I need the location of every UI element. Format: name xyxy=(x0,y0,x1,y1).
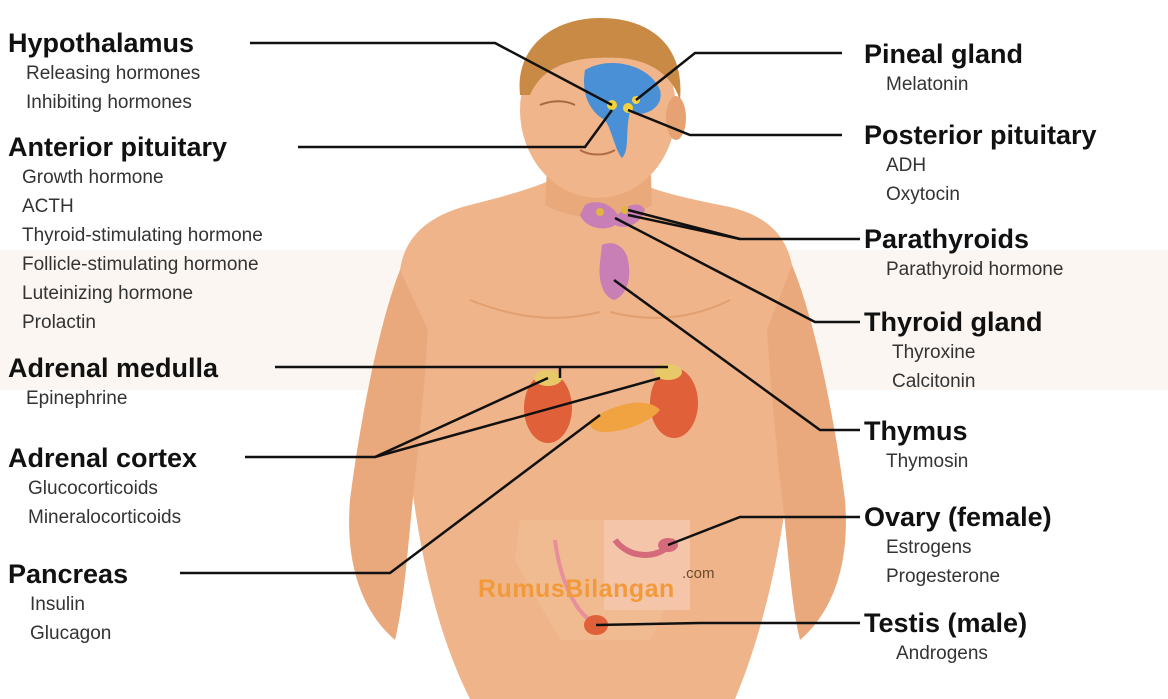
thymus-title: Thymus xyxy=(864,415,968,447)
hormone-item: Glucagon xyxy=(8,619,128,648)
hormone-item: Parathyroid hormone xyxy=(864,255,1063,284)
testis-label: Testis (male) Androgens xyxy=(864,607,1027,668)
pineal-gland-title: Pineal gland xyxy=(864,38,1023,70)
adrenal-cortex-title: Adrenal cortex xyxy=(8,442,197,474)
hormone-item: ACTH xyxy=(8,192,263,221)
anterior-pituitary-label: Anterior pituitary Growth hormone ACTH T… xyxy=(8,131,263,337)
ovary-title: Ovary (female) xyxy=(864,501,1052,533)
adrenal-cortex-label: Adrenal cortex Glucocorticoids Mineraloc… xyxy=(8,442,197,532)
posterior-pituitary-label: Posterior pituitary ADH Oxytocin xyxy=(864,119,1097,209)
watermark-text: RumusBilangan xyxy=(478,575,675,604)
hormone-item: Calcitonin xyxy=(864,367,1043,396)
hormone-item: Glucocorticoids xyxy=(8,474,197,503)
hormone-item: Inhibiting hormones xyxy=(8,88,200,117)
hormone-item: Progesterone xyxy=(864,562,1052,591)
hormone-item: Oxytocin xyxy=(864,180,1097,209)
hormone-item: Luteinizing hormone xyxy=(8,279,263,308)
hormone-item: Insulin xyxy=(8,590,128,619)
hormone-item: Estrogens xyxy=(864,533,1052,562)
parathyroids-title: Parathyroids xyxy=(864,223,1063,255)
pancreas-title: Pancreas xyxy=(8,558,128,590)
hormone-item: ADH xyxy=(864,151,1097,180)
hormone-item: Thymosin xyxy=(864,447,968,476)
thyroid-gland-label: Thyroid gland Thyroxine Calcitonin xyxy=(864,306,1043,396)
pineal-gland-label: Pineal gland Melatonin xyxy=(864,38,1023,99)
anterior-pituitary-title: Anterior pituitary xyxy=(8,131,263,163)
posterior-pituitary-title: Posterior pituitary xyxy=(864,119,1097,151)
parathyroids-label: Parathyroids Parathyroid hormone xyxy=(864,223,1063,284)
pancreas-label: Pancreas Insulin Glucagon xyxy=(8,558,128,648)
hormone-item: Androgens xyxy=(864,639,1027,668)
testis-title: Testis (male) xyxy=(864,607,1027,639)
hormone-item: Follicle-stimulating hormone xyxy=(8,250,263,279)
hormone-item: Thyroid-stimulating hormone xyxy=(8,221,263,250)
hormone-item: Mineralocorticoids xyxy=(8,503,197,532)
hypothalamus-title: Hypothalamus xyxy=(8,27,200,59)
hormone-item: Thyroxine xyxy=(864,338,1043,367)
adrenal-medulla-label: Adrenal medulla Epinephrine xyxy=(8,352,218,413)
hormone-item: Melatonin xyxy=(864,70,1023,99)
hormone-item: Epinephrine xyxy=(8,384,218,413)
hypothalamus-label: Hypothalamus Releasing hormones Inhibiti… xyxy=(8,27,200,117)
adrenal-medulla-title: Adrenal medulla xyxy=(8,352,218,384)
hormone-item: Prolactin xyxy=(8,308,263,337)
hormone-item: Releasing hormones xyxy=(8,59,200,88)
hormone-item: Growth hormone xyxy=(8,163,263,192)
watermark-suffix: .com xyxy=(682,565,715,582)
ovary-label: Ovary (female) Estrogens Progesterone xyxy=(864,501,1052,591)
thyroid-gland-title: Thyroid gland xyxy=(864,306,1043,338)
thymus-label: Thymus Thymosin xyxy=(864,415,968,476)
